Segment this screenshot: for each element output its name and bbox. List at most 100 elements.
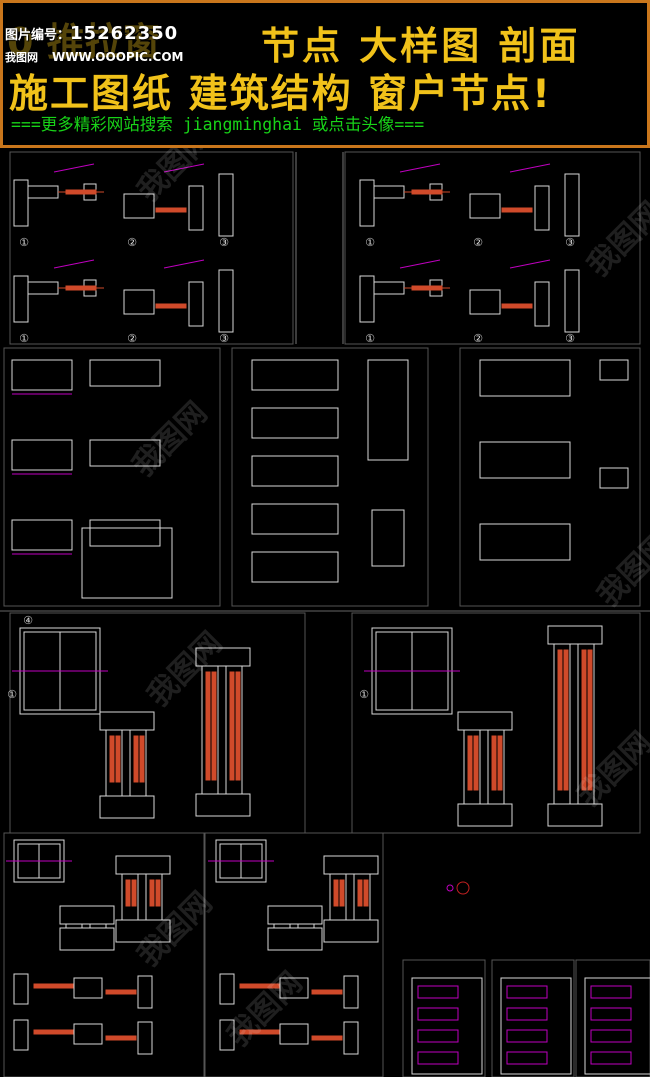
frame-profile [373, 185, 405, 199]
logo-watermark: 我图网 [591, 525, 650, 613]
profile-section [251, 551, 339, 583]
mini-profile [590, 1007, 632, 1021]
leader-line [163, 163, 205, 173]
sash-head [115, 855, 171, 875]
glass-pane [501, 303, 533, 309]
image-id-label: 图片编号： [5, 28, 71, 43]
drawing-frame [491, 959, 575, 1077]
glass-pane [131, 879, 137, 907]
glass-pane [491, 735, 497, 791]
sill-profile [457, 803, 513, 827]
glass-pane [497, 735, 503, 791]
profile-section [89, 359, 161, 387]
glass-pane [155, 879, 161, 907]
frame-profile [534, 185, 550, 231]
node-number-label: ② [127, 236, 137, 249]
jamb-profile [218, 269, 234, 333]
logo-watermark: 我图网 [126, 395, 214, 483]
profile-section [251, 455, 339, 487]
profile-section [599, 359, 629, 381]
sash-profile [279, 977, 309, 999]
drawing-frame [3, 832, 205, 1077]
glass-pane [139, 735, 145, 783]
glass-pane [65, 285, 97, 291]
glass-pane [411, 189, 443, 195]
sash-profile [73, 1023, 103, 1045]
frame-profile [13, 973, 29, 1005]
sill-profile [267, 927, 323, 951]
drawing-frame [575, 959, 650, 1077]
profile-section [599, 467, 629, 489]
header-title-line1: 节点 大样图 剖面 [261, 24, 581, 68]
leader-line [509, 259, 551, 269]
mini-profile [506, 1051, 548, 1065]
sash-profile [273, 923, 291, 929]
glass-pane [229, 671, 235, 781]
glass-pane [155, 207, 187, 213]
jamb-profile [564, 269, 580, 333]
node-number-label: ② [473, 236, 483, 249]
glass-pane [501, 207, 533, 213]
drawing-frame [344, 151, 641, 345]
glass-pane [33, 1029, 75, 1035]
sash-profile [279, 1023, 309, 1045]
frame-profile [219, 1019, 235, 1051]
drawing-frame [459, 347, 641, 607]
profile-section [479, 359, 571, 397]
sill-profile [547, 803, 603, 827]
sash-head [195, 647, 251, 667]
sill-profile [59, 927, 115, 951]
header-title-line2: 施工图纸 建筑结构 窗户节点! [9, 72, 552, 117]
origin-marker [446, 884, 454, 892]
sash-head [59, 905, 115, 925]
profile-section [251, 503, 339, 535]
profile-section [11, 439, 73, 471]
drawing-frame [204, 832, 384, 1077]
frame-profile [13, 1019, 29, 1051]
mini-profile [417, 1029, 459, 1043]
mini-sheet [500, 977, 572, 1075]
mini-sheet [411, 977, 483, 1075]
glass-pane [563, 649, 569, 791]
origin-marker [456, 881, 470, 895]
profile-section [479, 523, 571, 561]
mini-profile [590, 1051, 632, 1065]
drawing-frame [351, 612, 641, 834]
profile-section [81, 527, 173, 599]
jamb-profile [218, 173, 234, 237]
mini-profile [506, 1007, 548, 1021]
profile-section [11, 359, 73, 391]
drawing-frame [3, 347, 221, 607]
sash-head [323, 855, 379, 875]
leader-line [399, 163, 441, 173]
frame-profile [13, 179, 29, 227]
sill-profile [195, 793, 251, 817]
site-url: WWW.OOOPIC.COM [52, 50, 184, 64]
node-number-label: ① [365, 236, 375, 249]
frame-profile [137, 975, 153, 1009]
profile-section [251, 359, 339, 391]
glass-pane [333, 879, 339, 907]
mini-sheet [584, 977, 650, 1075]
node-number-label: ③ [219, 236, 229, 249]
profile-section [89, 439, 161, 467]
sash-profile [73, 977, 103, 999]
node-number-label: ④ [23, 614, 33, 627]
glass-pane [105, 1035, 137, 1041]
jamb-profile [564, 173, 580, 237]
frame-profile [359, 275, 375, 323]
frame-profile [359, 179, 375, 227]
glass-pane [211, 671, 217, 781]
node-number-label: ② [473, 332, 483, 345]
glass-pane [33, 983, 75, 989]
frame-profile [13, 275, 29, 323]
frame-profile [343, 1021, 359, 1055]
node-number-label: ③ [565, 236, 575, 249]
drawing-frame [9, 151, 294, 345]
header-search-hint: ===更多精彩网站搜索 jiangminghai 或点击头像=== [11, 115, 425, 134]
frame-profile [188, 185, 204, 231]
glass-pane [467, 735, 473, 791]
drawing-frame [9, 612, 306, 834]
glass-pane [411, 285, 443, 291]
